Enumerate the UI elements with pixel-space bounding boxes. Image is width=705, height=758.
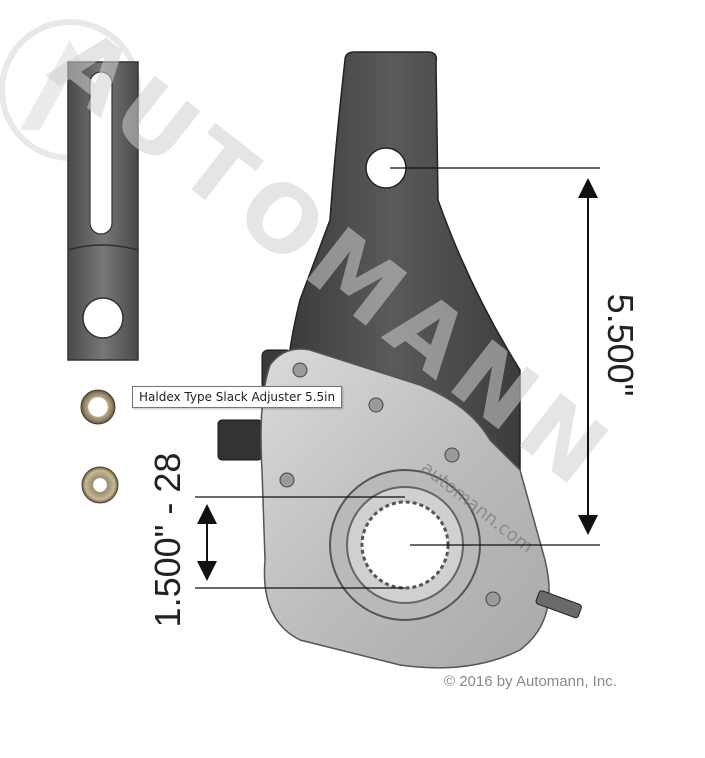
bore-spline-label: 1.500" - 28 — [147, 452, 188, 628]
dimension-bore — [195, 496, 405, 589]
arm-length-label: 5.500" — [600, 293, 641, 397]
copyright-notice: © 2016 by Automann, Inc. — [444, 673, 617, 690]
bracket-plate — [67, 61, 139, 361]
grease-fitting — [535, 590, 582, 619]
washer — [80, 389, 116, 425]
dimension-arm-length — [390, 167, 600, 546]
product-tooltip: Haldex Type Slack Adjuster 5.5in — [132, 386, 343, 408]
nut — [81, 466, 119, 504]
